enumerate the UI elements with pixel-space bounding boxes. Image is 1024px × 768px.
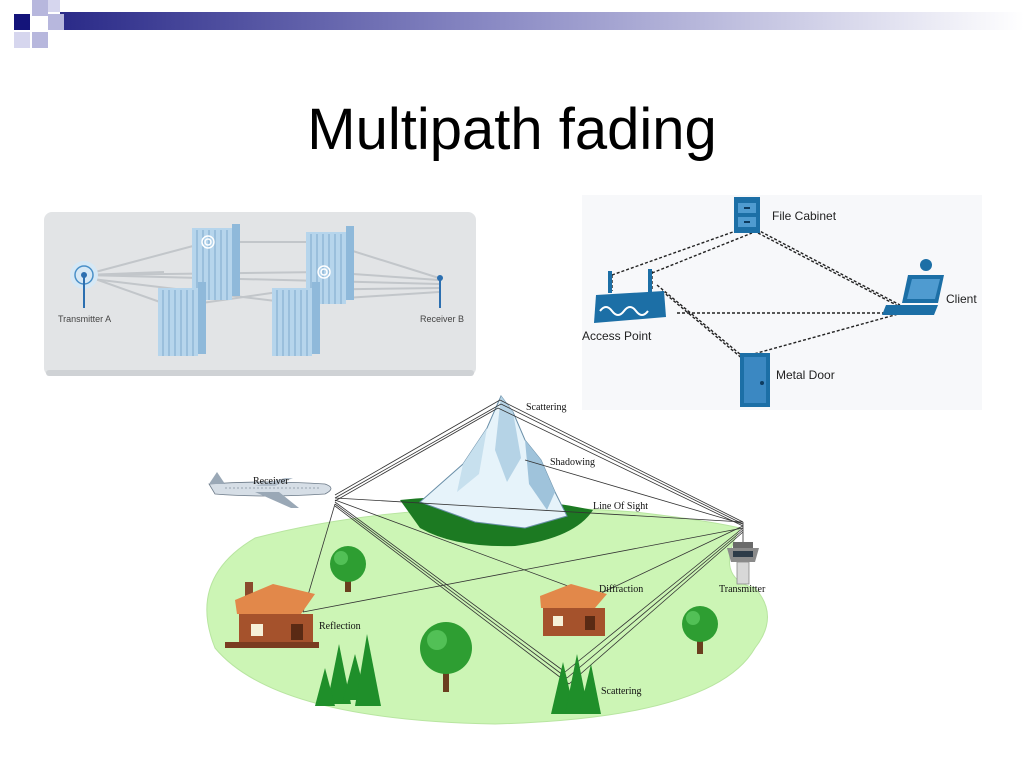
building-bottom-left [158,282,206,356]
house-right-icon [540,584,607,636]
file-cabinet-label: File Cabinet [772,209,837,223]
line-of-sight-label: Line Of Sight [593,501,648,512]
tree-icon [682,606,718,654]
scattering-bottom-label: Scattering [601,686,642,697]
tree-icon [330,546,366,592]
access-point-icon [594,269,666,323]
pine-trees-left-icon [315,634,381,706]
transmitter-antenna-icon [70,261,98,308]
slide-title: Multipath fading [307,97,717,162]
indoor-multipath-diagram: File Cabinet Client Access Point Metal D… [582,195,982,410]
transmitter-label: Transmitter [719,584,766,595]
tree-icon [420,622,472,692]
client-label: Client [946,292,977,306]
transmitter-a-label: Transmitter A [58,314,111,324]
airplane-receiver-icon [208,472,332,508]
mountain-icon [419,395,568,529]
control-tower-icon [727,522,759,585]
building-top-left [192,224,240,300]
file-cabinet-icon [734,197,760,233]
header-decoration [14,0,1024,48]
metal-door-label: Metal Door [776,368,835,382]
client-laptop-icon [882,259,944,315]
reflection-label: Reflection [319,621,361,632]
pine-trees-bottom-icon [551,654,601,714]
scattering-top-label: Scattering [526,402,567,413]
house-left-icon [225,582,319,648]
receiver-label: Receiver [253,476,289,487]
access-point-label: Access Point [582,329,652,343]
receiver-b-label: Receiver B [420,314,464,324]
shadowing-label: Shadowing [550,457,595,468]
urban-multipath-diagram: Transmitter A Receiver B [44,212,476,376]
diffraction-label: Diffraction [599,584,643,595]
metal-door-icon [740,353,770,407]
building-bottom-right [272,282,320,356]
receiver-antenna-icon [437,275,443,308]
terrain-multipath-diagram: Scattering Shadowing Receiver Line Of Si… [206,395,768,725]
